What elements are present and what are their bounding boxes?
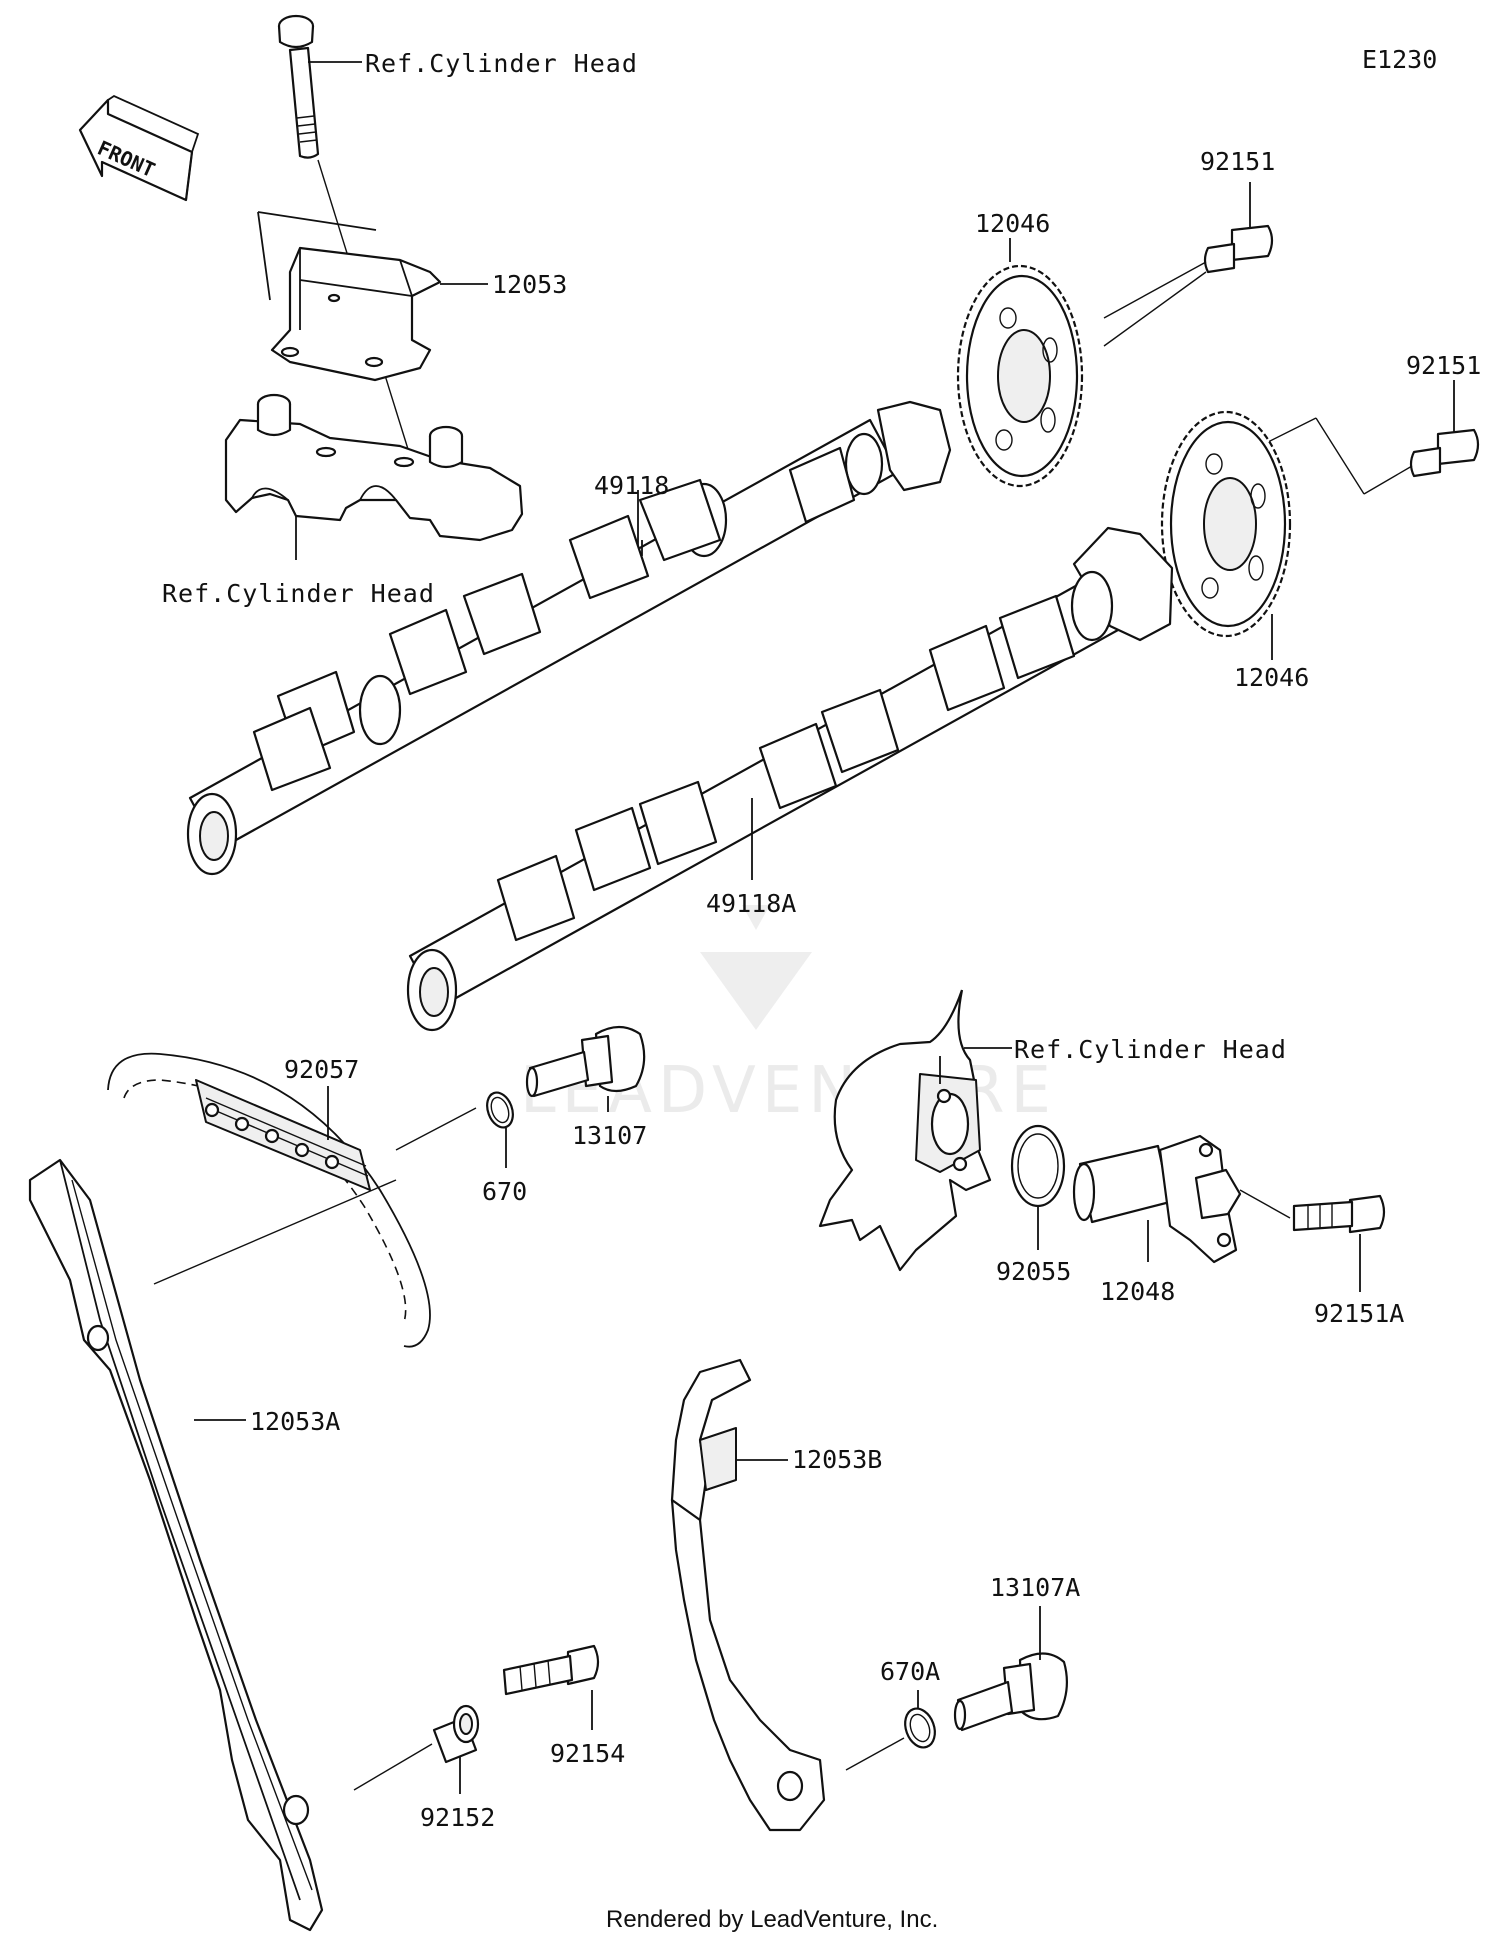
part-92055-label: 92055 xyxy=(996,1257,1071,1286)
part-92151A-bolt xyxy=(1239,1189,1386,1292)
part-49118-camshaft xyxy=(186,400,952,876)
part-13107A-label: 13107A xyxy=(990,1573,1080,1602)
part-12053B-label: 12053B xyxy=(792,1445,882,1474)
footer-credit: Rendered by LeadVenture, Inc. xyxy=(606,1906,938,1933)
part-92152-collar xyxy=(353,1704,480,1794)
part-12053B-chain-guide xyxy=(670,1358,826,1832)
part-12053A-chain-guide xyxy=(28,1158,324,1932)
ref-cylinder-head-label-top: Ref.Cylinder Head xyxy=(365,49,638,78)
part-92154-label: 92154 xyxy=(550,1739,625,1768)
part-92057-cam-chain xyxy=(107,1052,477,1348)
part-12046-top-sprocket xyxy=(956,238,1084,488)
part-12048-tensioner xyxy=(1072,1134,1242,1264)
part-13107-bolt xyxy=(525,1025,646,1112)
part-92151-right-label: 92151 xyxy=(1406,351,1481,380)
part-12053-bracket xyxy=(257,211,488,382)
camshaft-holder xyxy=(224,393,524,560)
part-12048-label: 12048 xyxy=(1100,1277,1175,1306)
part-92057-label: 92057 xyxy=(284,1055,359,1084)
front-direction-arrow: FRONT xyxy=(78,94,200,202)
ref-cylinder-head-label-right: Ref.Cylinder Head xyxy=(1014,1035,1287,1064)
part-49118A-camshaft xyxy=(406,526,1174,1032)
part-13107A-bolt xyxy=(953,1606,1069,1732)
diagram-code: E1230 xyxy=(1362,45,1437,74)
part-12046-top-label: 12046 xyxy=(975,209,1050,238)
part-12046-right-label: 12046 xyxy=(1234,663,1309,692)
part-12053A-label: 12053A xyxy=(250,1407,340,1436)
part-92055-gasket xyxy=(1010,1124,1066,1250)
cam-holder-bolt xyxy=(277,14,362,159)
part-670A-label: 670A xyxy=(880,1657,940,1686)
ref-cylinder-head-label-left: Ref.Cylinder Head xyxy=(162,579,435,608)
part-92151-top-label: 92151 xyxy=(1200,147,1275,176)
part-670-o-ring xyxy=(486,1091,514,1168)
part-670A-o-ring xyxy=(845,1690,936,1771)
part-670-label: 670 xyxy=(482,1177,527,1206)
part-92151-top-bolt xyxy=(1103,182,1274,347)
part-49118A-label: 49118A xyxy=(706,889,796,918)
part-49118-label: 49118 xyxy=(594,471,669,500)
part-12046-right-sprocket xyxy=(1160,410,1292,660)
part-13107-label: 13107 xyxy=(572,1121,647,1150)
part-92152-label: 92152 xyxy=(420,1803,495,1832)
cylinder-head-reference-right xyxy=(818,989,1012,1272)
part-12053-label: 12053 xyxy=(492,270,567,299)
part-92151A-label: 92151A xyxy=(1314,1299,1404,1328)
part-92151-right-bolt xyxy=(1263,380,1480,495)
part-92154-bolt xyxy=(502,1644,600,1730)
